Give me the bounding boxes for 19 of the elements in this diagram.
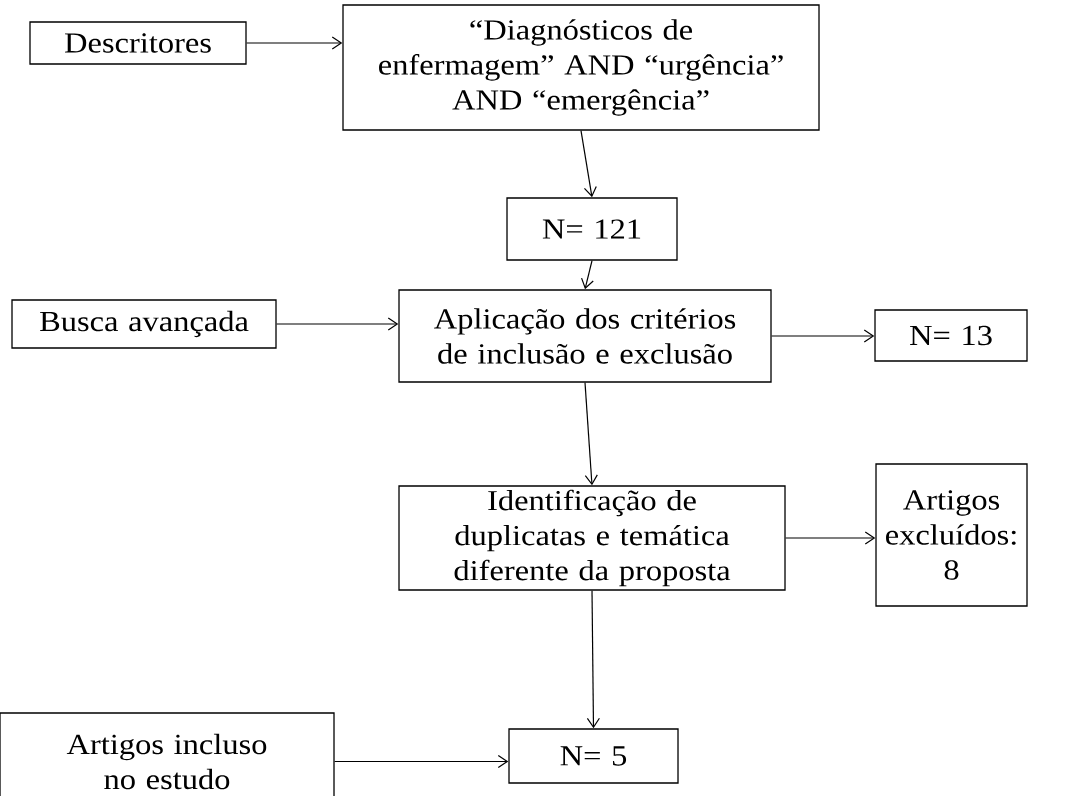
process-box: Identificação de duplicatas e temática diferente da proposta — [398, 485, 786, 591]
arrow — [580, 260, 594, 290]
process-box: N= 13 — [874, 309, 1028, 362]
process-box: N= 5 — [508, 728, 679, 784]
process-box: “Diagnósticos de enfermagem” AND “urgência” AND “emergência” — [342, 4, 820, 131]
arrow — [334, 754, 509, 769]
arrow — [785, 531, 876, 545]
process-box: Descritores — [29, 21, 247, 65]
process-box: Artigos incluso no estudo — [0, 712, 335, 796]
arrow — [580, 130, 597, 198]
arrow — [276, 317, 399, 331]
process-box: Busca avançada — [11, 299, 277, 349]
arrow — [771, 329, 875, 343]
arrow — [584, 382, 598, 486]
arrow — [586, 590, 600, 729]
process-box: Aplicação dos critérios de inclusão e exclusão — [398, 289, 772, 383]
arrow — [246, 36, 343, 50]
process-box: Artigos excluídos: 8 — [875, 463, 1028, 607]
process-box: N= 121 — [506, 197, 678, 261]
